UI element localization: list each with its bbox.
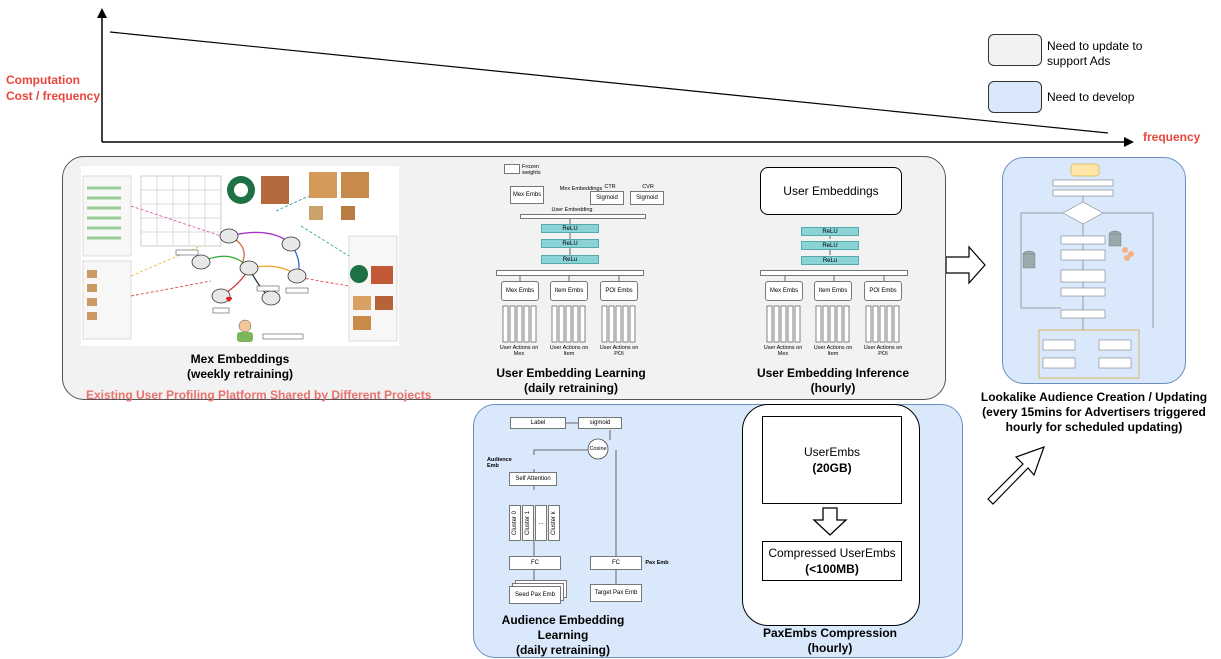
legend-update-label-line2: support Ads [1047,54,1111,68]
uel-actions-mex: User Actions on Mex [499,345,539,357]
uei-actions-mex: User Actions on Mex [763,345,803,357]
ael-sigmoid-box: sigmoid [578,417,622,429]
uei-caption-line2: (hourly) [810,381,856,395]
uel-relu-1: ReLU [541,224,599,233]
ael-seed-pax-emb: Seed Pax Emb [509,586,561,604]
lookalike-caption-line2: (every 15mins for Advertisers triggered [982,405,1206,419]
uei-caption-line1: User Embedding Inference [756,366,910,380]
mex-graph-svg [82,172,398,342]
ael-fc-target: FC [590,556,642,570]
ael-caption: Audience Embedding Learning (daily retra… [478,613,648,658]
frozen-weights-swatch [504,164,520,174]
platform-label: Existing User Profiling Platform Shared … [86,388,432,402]
uel-mex-embeddings-label: Mex Embeddings [559,186,603,192]
block-arrow-diagonal [987,446,1045,505]
uei-caption: User Embedding Inference (hourly) [748,366,918,396]
cost-trend-line [109,31,1109,134]
frozen-weights-label: Frozen weights [522,164,541,176]
ael-caption-line1: Audience Embedding Learning [501,613,625,642]
uel-actions-item: User Actions on Item [549,345,589,357]
legend-develop-label: Need to develop [1047,90,1135,104]
uei-actions-poi: User Actions on POI [863,345,903,357]
pax-user-embs-size: (20GB) [812,461,852,475]
uel-caption-line2: (daily retraining) [523,381,618,395]
lookalike-caption-line3: hourly for scheduled updating) [1005,420,1183,434]
block-arrow-3 [945,245,986,285]
ael-audience-emb-label: Audience Emb [487,457,512,469]
pax-user-embs-box: UserEmbs (20GB) [762,416,902,504]
uel-relu-3: ReLu [541,255,599,264]
uel-caption-line1: User Embedding Learning [496,366,646,380]
uel-relu-2: ReLU [541,239,599,248]
uei-relu-1: ReLU [801,227,859,236]
uel-mex-embs-input: Mex Embs [501,281,539,301]
uei-concat-bar [760,270,908,276]
lookalike-flowchart [1020,163,1154,379]
uel-ctr-sigmoid: Sigmoid [590,191,624,205]
uei-user-embeddings-box: User Embeddings [760,167,902,215]
lookalike-caption: Lookalike Audience Creation / Updating (… [978,390,1210,435]
ael-target-pax-emb: Target Pax Emb [590,584,642,602]
uei-mex-embs-input: Mex Embs [765,281,803,301]
uel-caption: User Embedding Learning (daily retrainin… [486,366,656,396]
uel-mex-embs-box: Mex Embs [510,186,544,204]
x-axis-label: frequency [1143,130,1201,144]
pax-caption-line2: (hourly) [807,641,853,655]
uel-concat-bar [496,270,644,276]
pax-caption: PaxEmbs Compression (hourly) [745,626,915,656]
pax-compressed-label: Compressed UserEmbs [768,546,896,560]
lookalike-panel [1002,157,1186,384]
uel-user-embedding-label: User Embedding [551,207,593,213]
ael-fc-seed: FC [509,556,561,570]
legend-develop-swatch [988,81,1042,113]
ael-cosine-circle [587,438,609,460]
mex-caption-line2: (weekly retraining) [186,367,294,381]
mex-embedding-graph [81,166,399,346]
uel-actions-poi: User Actions on POI [599,345,639,357]
uei-relu-2: ReLU [801,241,859,250]
x-axis-arrowhead [1124,137,1134,147]
y-axis-label-line1: Computation [6,73,80,87]
uel-user-embedding-bar [520,214,646,219]
uel-ctr-label: CTR [604,184,616,190]
uel-item-embs-input: Item Embs [550,281,588,301]
y-axis-arrowhead [97,8,107,18]
ael-cosine-label: Cosine [589,446,607,452]
pax-compressed-size: (<100MB) [805,562,859,576]
uel-poi-embs-input: POI Embs [600,281,638,301]
uel-cvr-sigmoid: Sigmoid [630,191,664,205]
ael-self-attention-box: Self Attention [509,472,557,486]
legend-update-swatch [988,34,1042,66]
mex-caption-line1: Mex Embeddings [190,352,290,366]
y-axis-label-line2: Cost / frequency [6,89,101,103]
uei-relu-3: ReLu [801,256,859,265]
ael-caption-line2: (daily retraining) [515,643,610,657]
lookalike-caption-line1: Lookalike Audience Creation / Updating [980,390,1208,404]
ael-label-box: Label [510,417,566,429]
ael-pax-emb-label: Pax Emb [645,560,669,566]
pax-user-embs-label: UserEmbs [803,445,860,459]
ael-cluster-ellipsis: ... [535,505,547,541]
legend-update-label-line1: Need to update to [1047,39,1143,53]
uel-cvr-label: CVR [642,184,654,190]
pax-compressed-box: Compressed UserEmbs (<100MB) [762,541,902,581]
uei-item-embs-input: Item Embs [814,281,852,301]
pax-caption-line1: PaxEmbs Compression [762,626,898,640]
uei-actions-item: User Actions on Item [813,345,853,357]
uei-poi-embs-input: POI Embs [864,281,902,301]
mex-caption: Mex Embeddings (weekly retraining) [150,352,330,382]
